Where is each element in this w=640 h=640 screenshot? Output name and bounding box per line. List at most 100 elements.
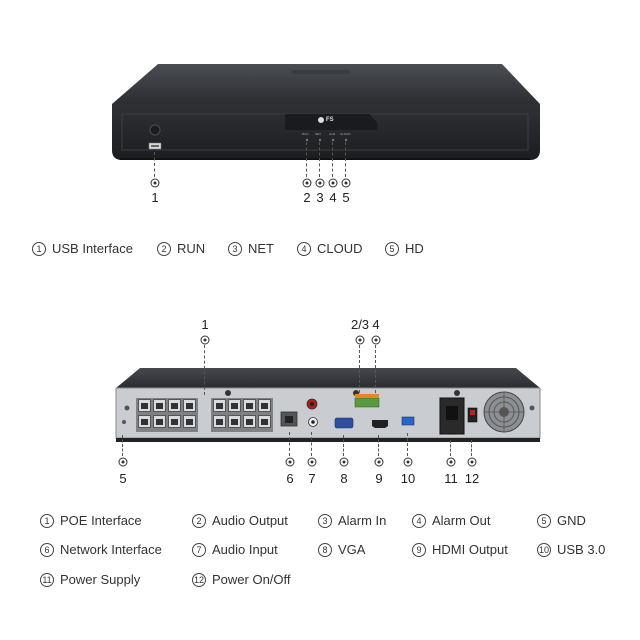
legend-label: Audio Input	[212, 542, 278, 557]
front-view: FS RUN NET ALM CLOUD 1 2 3 4 5 1 USB Int…	[0, 0, 640, 270]
leader-line	[306, 142, 308, 177]
leader-line	[471, 440, 473, 456]
leader-line	[378, 435, 380, 456]
port-socket	[141, 419, 148, 425]
legend-number-circle: 5	[385, 241, 399, 256]
callout-dot	[341, 178, 351, 188]
callout-rear-bottom: 6	[286, 471, 294, 486]
port-socket	[216, 419, 223, 425]
leader-line	[359, 345, 361, 393]
callout-front-1: 1	[151, 190, 159, 205]
legend-label: USB 3.0	[557, 542, 606, 557]
port-socket	[246, 419, 253, 425]
callout-front-5: 5	[342, 190, 350, 205]
front-device-image	[112, 64, 540, 160]
callout-front-2: 2	[303, 190, 311, 205]
legend-number-circle: 6	[40, 542, 54, 557]
poe-port	[258, 415, 271, 428]
leader-line	[345, 142, 347, 177]
legend-number-circle: 2	[157, 241, 171, 256]
legend-item: 8 VGA	[318, 542, 365, 557]
legend-number-circle: 8	[318, 542, 332, 557]
port-socket	[141, 403, 148, 409]
callout-dot	[467, 457, 477, 467]
poe-port	[213, 415, 226, 428]
callout-dot	[403, 457, 413, 467]
port-socket	[171, 419, 178, 425]
legend-item: 1 POE Interface	[40, 513, 142, 528]
port-socket	[156, 419, 163, 425]
led-label-cloud: CLOUD	[340, 132, 351, 136]
poe-port	[183, 415, 196, 428]
callout-dot	[315, 178, 325, 188]
legend-label: Network Interface	[60, 542, 162, 557]
callout-rear-bottom: 10	[400, 471, 416, 486]
poe-port	[228, 415, 241, 428]
legend-item: 5 HD	[385, 241, 424, 256]
callout-rear-bottom: 11	[444, 471, 458, 486]
led-label-run: RUN	[302, 132, 309, 136]
legend-number-circle: 4	[297, 241, 311, 256]
leader-line	[204, 345, 206, 395]
callout-dot	[285, 457, 295, 467]
legend-item: 4 CLOUD	[297, 241, 363, 256]
leader-line	[289, 432, 291, 456]
legend-label: HDMI Output	[432, 542, 508, 557]
legend-label: USB Interface	[52, 241, 133, 256]
led-label-alm: ALM	[329, 132, 336, 136]
legend-number-circle: 12	[192, 572, 206, 587]
legend-item: 2 RUN	[157, 241, 205, 256]
leader-line	[375, 345, 377, 393]
port-socket	[261, 419, 268, 425]
leader-line	[450, 440, 452, 456]
callout-dot	[339, 457, 349, 467]
callout-dot	[355, 335, 365, 345]
legend-label: POE Interface	[60, 513, 142, 528]
callout-dot	[200, 335, 210, 345]
port-socket	[156, 403, 163, 409]
legend-number-circle: 4	[412, 513, 426, 528]
leader-line	[311, 432, 313, 456]
callout-rear-4: 4	[372, 317, 380, 332]
callout-rear-bottom: 7	[308, 471, 316, 486]
rear-device-image	[115, 368, 541, 442]
callout-dot	[374, 457, 384, 467]
legend-item: 2 Audio Output	[192, 513, 288, 528]
callout-rear-1: 1	[201, 317, 209, 332]
legend-label: RUN	[177, 241, 206, 256]
poe-port	[228, 399, 241, 412]
leader-line	[319, 142, 321, 177]
legend-number-circle: 5	[537, 513, 551, 528]
legend-number-circle: 7	[192, 542, 206, 557]
callout-front-4: 4	[329, 190, 337, 205]
port-socket	[171, 403, 178, 409]
legend-label: Power On/Off	[212, 572, 291, 587]
logo-circle-icon	[318, 117, 324, 123]
legend-label: Audio Output	[212, 513, 288, 528]
callout-rear-bottom: 5	[119, 471, 127, 486]
callout-dot	[307, 457, 317, 467]
legend-label: GND	[557, 513, 586, 528]
legend-number-circle: 11	[40, 572, 54, 587]
callout-dot	[371, 335, 381, 345]
legend-label: Alarm Out	[432, 513, 491, 528]
leader-line	[407, 433, 409, 456]
legend-item: 1 USB Interface	[32, 241, 133, 256]
legend-number-circle: 1	[40, 513, 54, 528]
legend-label: VGA	[338, 542, 366, 557]
legend-label: CLOUD	[317, 241, 363, 256]
callout-dot	[118, 457, 128, 467]
leader-line	[343, 435, 345, 456]
callout-dot	[328, 178, 338, 188]
callout-dot	[150, 178, 160, 188]
port-socket	[231, 419, 238, 425]
legend-item: 5 GND	[537, 513, 586, 528]
legend-number-circle: 2	[192, 513, 206, 528]
brand-logo: FS	[318, 117, 334, 123]
poe-port	[258, 399, 271, 412]
callout-rear-bottom: 9	[375, 471, 383, 486]
